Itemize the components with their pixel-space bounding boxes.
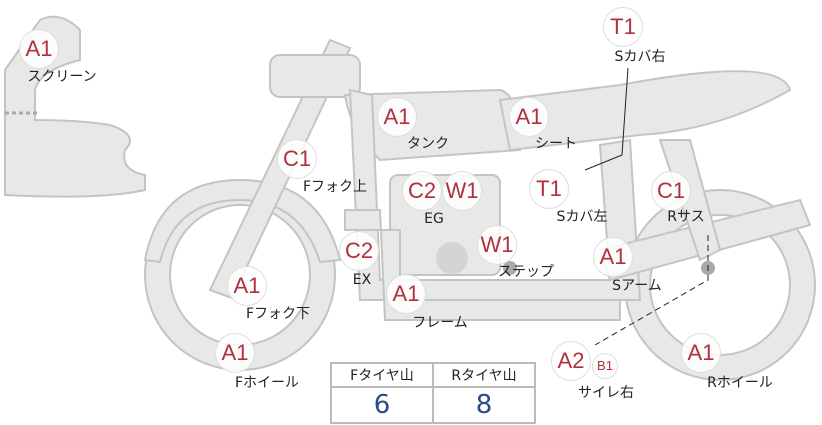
part-badge[interactable]: A1: [593, 237, 633, 277]
headlight: [269, 54, 361, 98]
part-label: Rホイール: [707, 375, 773, 391]
part-badge[interactable]: W1: [477, 225, 517, 265]
part-label: Rサス: [667, 209, 705, 225]
rear-tire-value: 8: [432, 386, 536, 424]
part-label: ステップ: [498, 264, 554, 280]
exhaust: [344, 209, 621, 321]
part-label: Fフォク下: [245, 306, 311, 322]
part-badge[interactable]: A1: [509, 97, 549, 137]
part-badge[interactable]: C2: [339, 231, 379, 271]
part-badge[interactable]: A1: [681, 333, 721, 373]
part-badge[interactable]: A1: [386, 274, 426, 314]
part-badge[interactable]: C2: [402, 171, 442, 211]
part-label: Fフォク上: [302, 179, 368, 195]
part-label: スクリーン: [27, 69, 97, 85]
part-label: EG: [424, 211, 444, 227]
part-badge[interactable]: C1: [277, 139, 317, 179]
part-label: Sアーム: [612, 278, 662, 294]
fender: [143, 178, 342, 264]
part-label: Sカバ左: [556, 209, 608, 225]
part-badge[interactable]: T1: [603, 7, 643, 47]
part-badge-secondary[interactable]: B1: [592, 353, 618, 379]
front-tire-value: 6: [330, 386, 434, 424]
rear-tire-header: Rタイヤ山: [432, 362, 536, 388]
front-tire-header: Fタイヤ山: [330, 362, 434, 388]
part-label: サイレ右: [578, 385, 634, 401]
part-badge-secondary[interactable]: W1: [442, 171, 482, 211]
part-label: EX: [352, 272, 372, 288]
part-badge[interactable]: A2: [551, 341, 591, 381]
part-badge[interactable]: A1: [377, 97, 417, 137]
part-badge[interactable]: A1: [19, 29, 59, 69]
seat: [498, 70, 792, 152]
part-label: タンク: [407, 136, 449, 152]
part-label: Sカバ右: [614, 49, 666, 65]
part-badge[interactable]: T1: [529, 169, 569, 209]
part-badge[interactable]: A1: [215, 333, 255, 373]
rear-shock: [658, 139, 722, 262]
part-label: フレーム: [412, 315, 468, 331]
part-badge[interactable]: C1: [651, 171, 691, 211]
part-label: シート: [535, 136, 577, 152]
part-badge[interactable]: A1: [227, 266, 267, 306]
part-label: Fホイール: [234, 375, 300, 391]
